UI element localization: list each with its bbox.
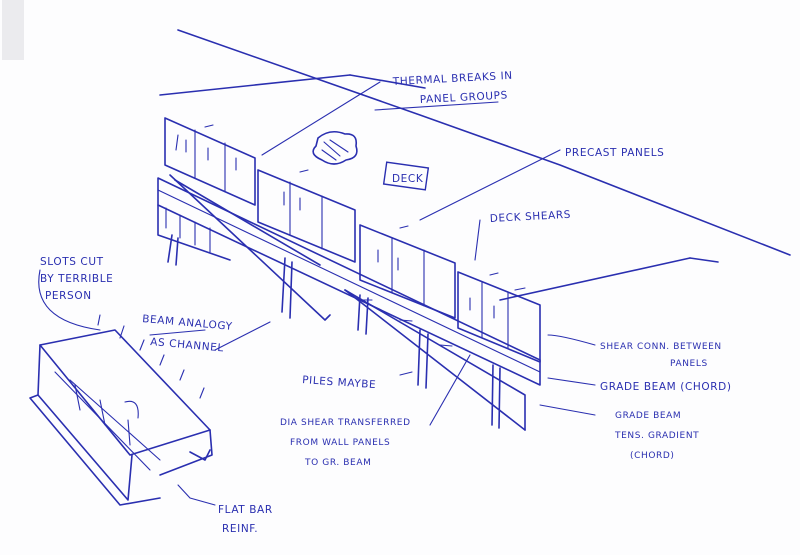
flat-bar-label-1: FLAT BAR [218, 504, 273, 516]
grade-beam-chord-label: GRADE BEAM (CHORD) [600, 381, 732, 393]
grade-beam-tens-label-3: (CHORD) [630, 451, 675, 461]
grade-beam [157, 177, 541, 386]
margin-stamp [2, 0, 24, 60]
labels: THERMAL BREAKS IN PANEL GROUPS PRECAST P… [40, 70, 732, 535]
deck-shears-label: DECK SHEARS [490, 209, 572, 225]
grade-beam-tens-label-2: TENS. GRADIENT [614, 431, 699, 441]
piles-maybe-label: PILES MAYBE [302, 374, 377, 391]
dia-shear-label-2: FROM WALL PANELS [290, 438, 390, 448]
precast-panels-label: PRECAST PANELS [565, 147, 664, 159]
shear-conn-label-2: PANELS [670, 359, 708, 369]
thermal-breaks-label-1: THERMAL BREAKS IN [392, 70, 513, 88]
dia-shear-label-1: DIA SHEAR TRANSFERRED [280, 418, 411, 428]
thermal-breaks-label-2: PANEL GROUPS [420, 89, 509, 106]
dia-shear-label-3: TO GR. BEAM [304, 458, 371, 468]
deck-opening [312, 130, 358, 165]
beam-analogy-label-2: AS CHANNEL [150, 336, 225, 354]
deck-label: DECK [392, 173, 424, 185]
tension-gradient [169, 174, 526, 431]
piles [167, 234, 501, 429]
shear-conn-label-1: SHEAR CONN. BETWEEN [600, 342, 722, 352]
leader-lines [38, 81, 596, 506]
channel-detail [29, 314, 213, 506]
deck-label-box: DECK [382, 161, 430, 191]
beam-analogy-label-1: BEAM ANALOGY [142, 313, 233, 333]
grade-beam-tens-label-1: GRADE BEAM [615, 411, 681, 421]
slots-label-3: PERSON [45, 290, 92, 302]
flat-bar-label-2: REINF. [222, 523, 258, 535]
deck-outline [159, 29, 791, 301]
precast-panels [164, 117, 541, 363]
slots-label-1: SLOTS CUT [40, 256, 104, 268]
slots-label-2: BY TERRIBLE [40, 273, 113, 285]
